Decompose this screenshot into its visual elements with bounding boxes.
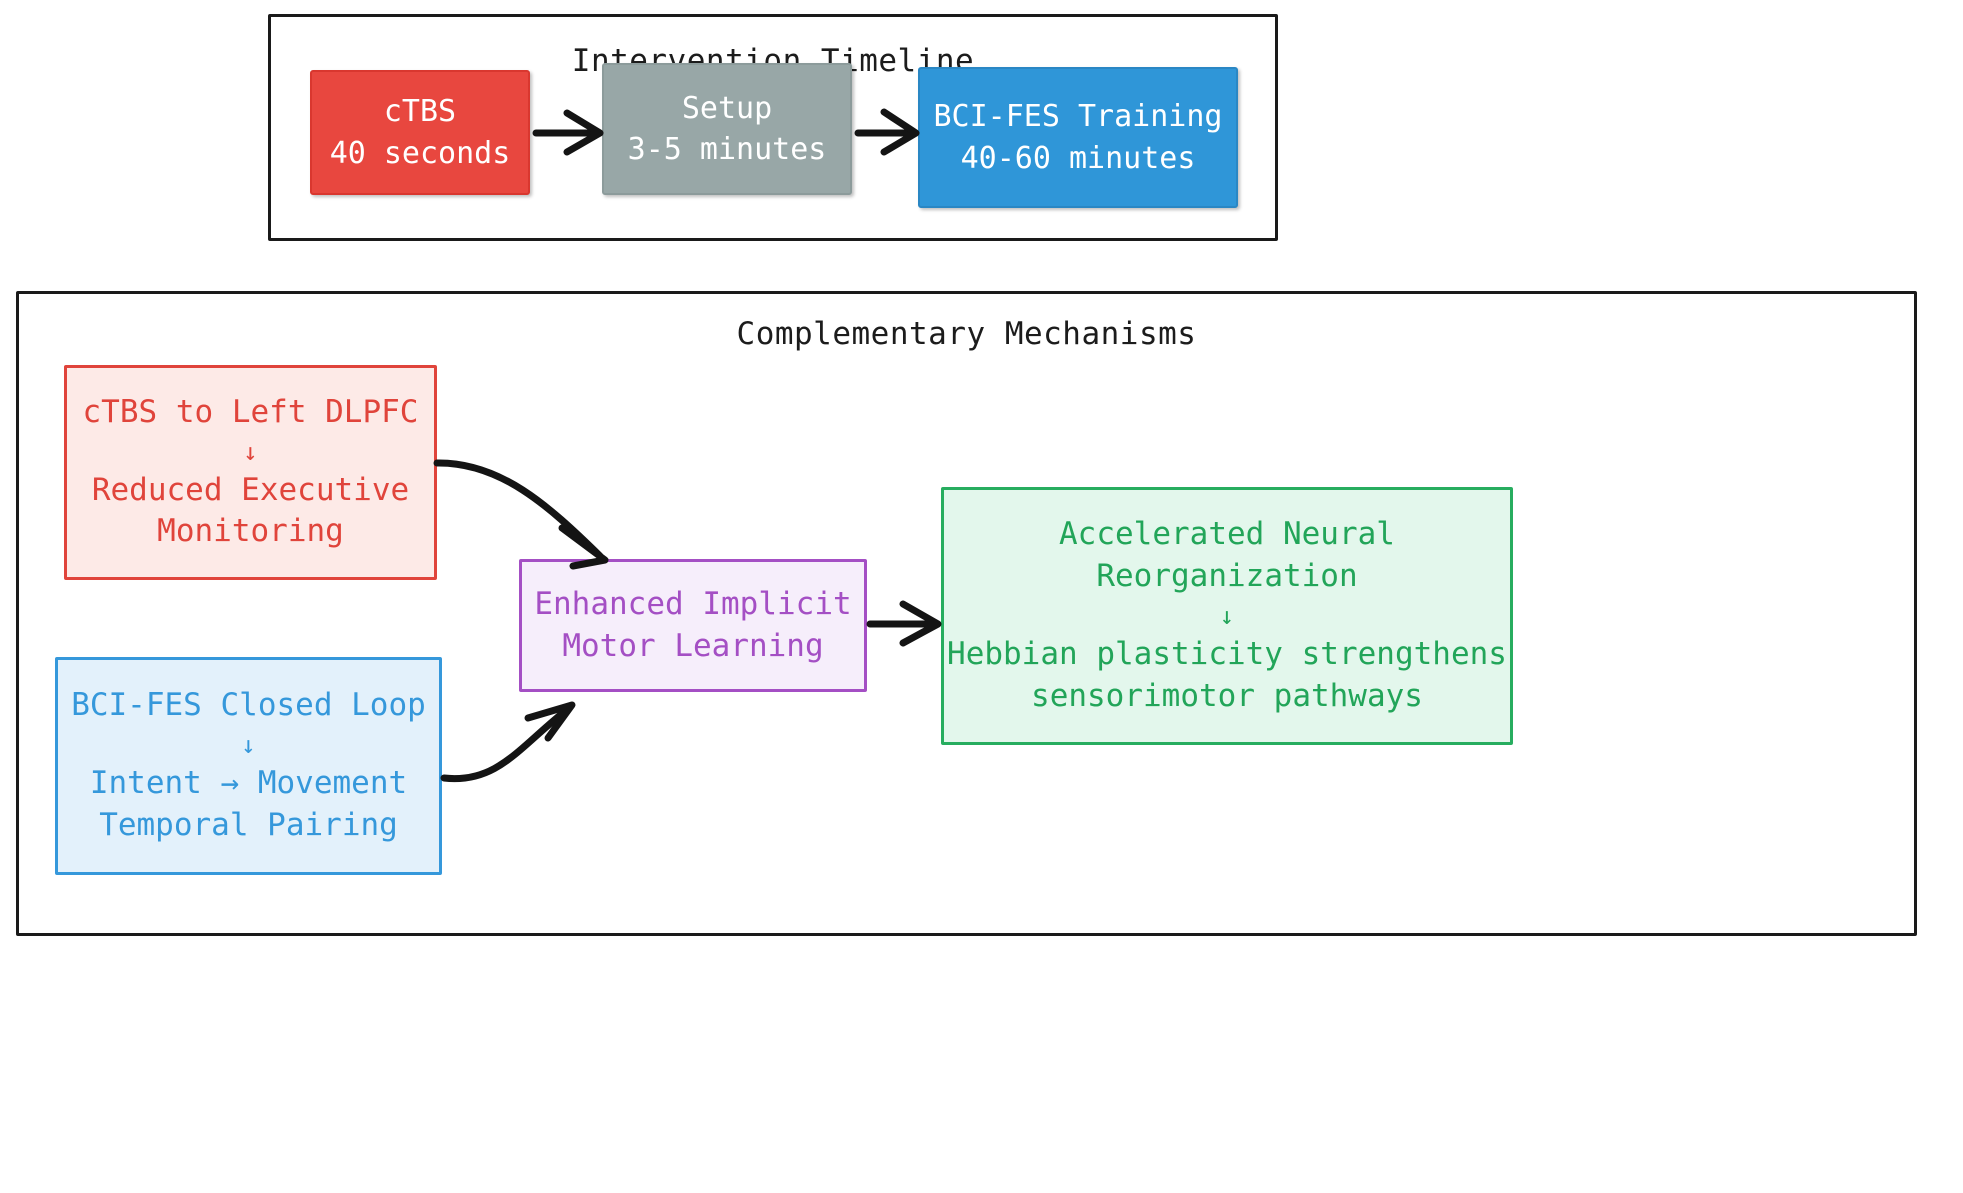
- mechanism-node-enhanced-implicit-motor-learning[interactable]: Enhanced Implicit Motor Learning: [519, 559, 867, 692]
- down-arrow-icon: ↓: [243, 437, 258, 466]
- mechanism-node-accel-line4: sensorimotor pathways: [1031, 677, 1423, 714]
- mechanism-node-ctbs-left-dlpfc[interactable]: cTBS to Left DLPFC ↓ Reduced Executive M…: [64, 365, 437, 580]
- mechanism-node-dlpfc-line3: Monitoring: [157, 513, 344, 550]
- mechanism-node-closedloop-line1: BCI-FES Closed Loop: [71, 687, 426, 724]
- mechanism-node-closedloop-line2: Intent → Movement: [89, 765, 408, 802]
- mechanism-node-dlpfc-line2: Reduced Executive: [91, 471, 410, 508]
- mechanism-node-accel-line3: Hebbian plasticity strengthens: [947, 636, 1507, 672]
- down-arrow-icon: ↓: [241, 731, 256, 760]
- mechanism-node-accel-line2: Reorganization: [1096, 558, 1358, 595]
- timeline-node-ctbs-line2: 40 seconds: [329, 135, 511, 171]
- mechanism-node-closedloop-line3: Temporal Pairing: [99, 806, 398, 843]
- timeline-node-bci-fes-training[interactable]: BCI-FES Training 40-60 minutes: [918, 67, 1238, 208]
- timeline-node-setup-line2: 3-5 minutes: [627, 132, 827, 167]
- timeline-node-ctbs[interactable]: cTBS 40 seconds: [310, 70, 530, 195]
- timeline-node-setup-line1: Setup: [681, 90, 773, 126]
- timeline-node-setup[interactable]: Setup 3-5 minutes: [602, 63, 852, 195]
- down-arrow-icon: ↓: [1219, 602, 1235, 630]
- complementary-mechanisms-title: Complementary Mechanisms: [736, 316, 1197, 352]
- mechanism-node-accelerated-neural-reorganization[interactable]: Accelerated Neural Reorganization ↓ Hebb…: [941, 487, 1513, 745]
- timeline-node-bci-fes-line2: 40-60 minutes: [960, 140, 1196, 176]
- mechanism-node-implicit-line2: Motor Learning: [562, 627, 824, 664]
- mechanism-node-bci-fes-closed-loop[interactable]: BCI-FES Closed Loop ↓ Intent → Movement …: [55, 657, 442, 875]
- mechanism-node-implicit-line1: Enhanced Implicit: [534, 585, 852, 622]
- timeline-node-ctbs-line1: cTBS: [383, 94, 457, 130]
- mechanism-node-accel-line1: Accelerated Neural: [1059, 516, 1395, 553]
- mechanism-node-dlpfc-line1: cTBS to Left DLPFC: [82, 393, 419, 430]
- timeline-node-bci-fes-line1: BCI-FES Training: [933, 99, 1223, 135]
